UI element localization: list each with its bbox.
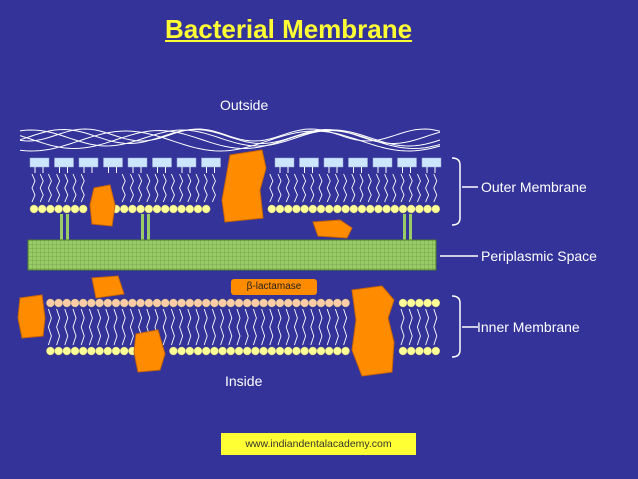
page-title: Bacterial Membrane [165,14,413,44]
inner-membrane-top-heads [46,298,440,308]
lipoprotein-anchors [60,214,412,242]
outer-membrane-heads [29,204,440,214]
inner-membrane-protein-small [133,329,166,373]
website-footer: www.indiandentalacademy.com [221,433,416,455]
lps-layer [29,157,442,173]
inner-membrane-protein-left [17,294,46,339]
inner-membrane-bottom-heads [46,346,440,356]
outer-membrane-tails [31,173,438,203]
porin-protein [221,149,267,223]
brackets [440,157,478,358]
periplasmic-space-label: Periplasmic Space [481,248,597,264]
inside-label: Inside [225,373,263,389]
periplasmic-protein-left [91,275,125,299]
outside-label: Outside [220,97,269,113]
outer-membrane-protein-small [89,184,116,227]
outer-membrane-label: Outer Membrane [481,179,587,195]
periplasmic-protein [312,219,353,239]
outer-polysaccharide-strands [19,128,441,152]
membrane-proteins [17,149,395,377]
inner-membrane-label: Inner Membrane [477,319,580,335]
transmembrane-protein [351,285,395,377]
beta-lactamase-label: β-lactamase [231,279,317,295]
peptidoglycan-layer [27,239,437,271]
